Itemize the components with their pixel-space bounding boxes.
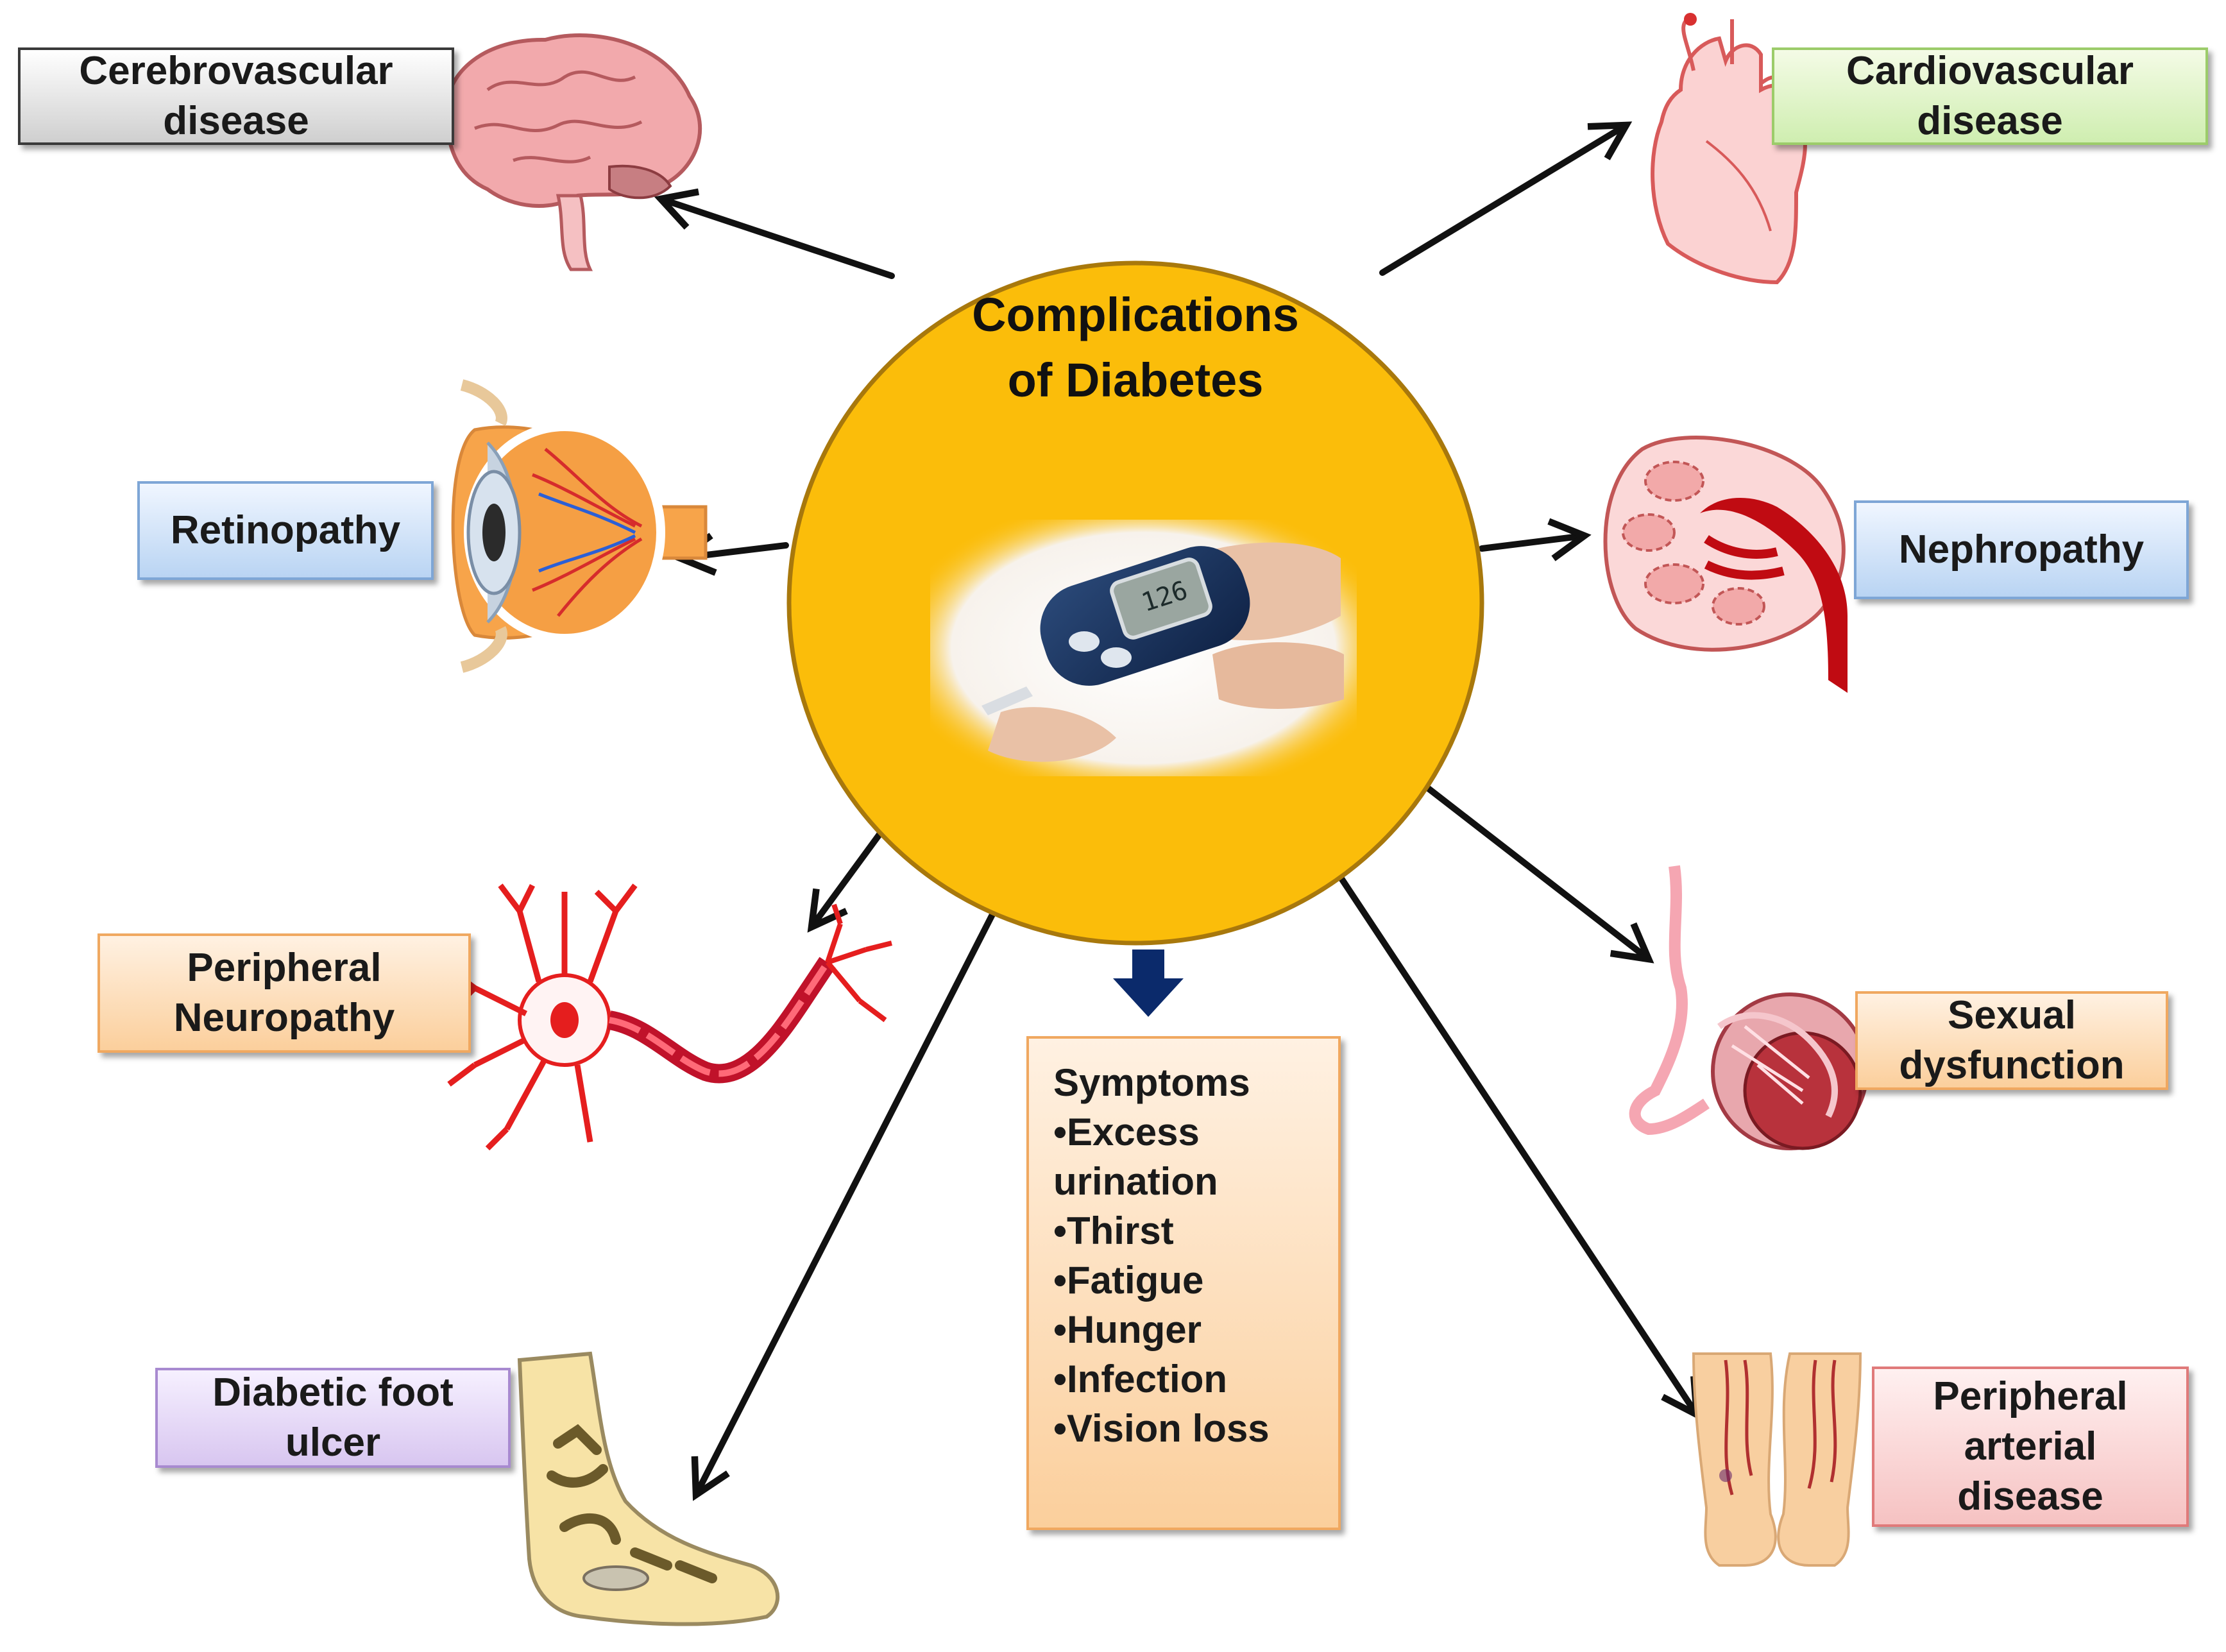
- neuron-icon: [447, 883, 892, 1151]
- label-line: Peripheral: [1933, 1374, 2128, 1418]
- arrow-foot-ulcer: [691, 895, 1004, 1501]
- label-peripheral-arterial-disease: Peripheral arterial disease: [1872, 1367, 2189, 1527]
- label-line: Neuropathy: [173, 996, 395, 1040]
- label-line: Cardiovascular: [1846, 49, 2134, 93]
- title-line-2: of Diabetes: [1007, 353, 1264, 407]
- label-line: Cerebrovascular: [79, 49, 393, 93]
- label-line: Sexual: [1948, 993, 2076, 1037]
- label-line: dysfunction: [1899, 1043, 2125, 1087]
- label-line: Nephropathy: [1898, 527, 2145, 572]
- symptom-item: •Excess: [1053, 1111, 1200, 1154]
- symptoms-box: Symptoms •Excess urination •Thirst •Fati…: [1026, 1036, 1341, 1530]
- symptom-item: •Infection: [1053, 1358, 1227, 1401]
- symptom-item: •Vision loss: [1053, 1407, 1270, 1450]
- label-peripheral-neuropathy: Peripheral Neuropathy: [98, 933, 471, 1053]
- label-line: disease: [1917, 99, 2063, 143]
- foot-icon: [517, 1351, 780, 1626]
- label-line: ulcer: [285, 1420, 381, 1465]
- label-line: disease: [163, 99, 309, 143]
- legs-icon: [1692, 1352, 1862, 1567]
- label-sexual-dysfunction: Sexual dysfunction: [1855, 991, 2168, 1090]
- symptom-item: •Thirst: [1053, 1209, 1174, 1252]
- label-diabetic-foot-ulcer: Diabetic foot ulcer: [155, 1368, 511, 1468]
- brain-icon: [443, 33, 702, 271]
- arrow-cardiovascular: [1379, 121, 1633, 276]
- eye-icon: [451, 379, 708, 673]
- label-line: Peripheral: [187, 946, 382, 990]
- symptom-item: urination: [1053, 1160, 1218, 1203]
- label-cerebrovascular-disease: Cerebrovascular disease: [18, 47, 454, 145]
- label-nephropathy: Nephropathy: [1854, 500, 2189, 599]
- arrow-arterial: [1321, 850, 1701, 1421]
- label-line: Diabetic foot: [212, 1370, 454, 1415]
- title-line-1: Complications: [972, 288, 1299, 341]
- diagram-title: Complications of Diabetes: [834, 282, 1437, 413]
- symptom-item: •Fatigue: [1053, 1259, 1204, 1302]
- arrow-nephropathy: [1479, 518, 1592, 561]
- arrow-sexual-dysfunction: [1418, 779, 1654, 964]
- kidney-icon: [1603, 436, 1848, 693]
- symptoms-heading: Symptoms: [1053, 1061, 1250, 1104]
- heart-icon: [1651, 13, 1807, 285]
- symptom-item: •Hunger: [1053, 1308, 1202, 1351]
- label-cardiovascular-disease: Cardiovascular disease: [1772, 47, 2208, 145]
- arrows: [654, 121, 1701, 1501]
- label-retinopathy: Retinopathy: [137, 481, 434, 580]
- label-line: disease: [1957, 1474, 2103, 1519]
- down-arrow-icon: [1113, 949, 1184, 1017]
- label-line: Retinopathy: [170, 508, 401, 552]
- arrow-cerebrovascular: [654, 188, 895, 279]
- label-line: arterial: [1964, 1424, 2097, 1469]
- arrow-neuropathy: [807, 828, 885, 933]
- glucose-meter-image: 126: [930, 520, 1357, 776]
- reproductive-organ-icon: [1629, 865, 1869, 1150]
